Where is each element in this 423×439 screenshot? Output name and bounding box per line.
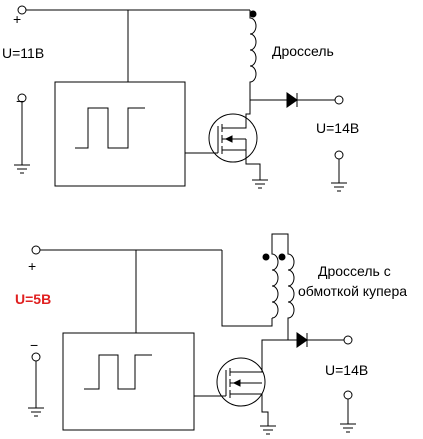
bottom-minus-sign: − bbox=[30, 337, 38, 353]
top-supply-voltage: U=11В bbox=[2, 45, 44, 61]
top-pwm-controller bbox=[54, 81, 186, 187]
top-diode bbox=[286, 92, 298, 108]
top-output-terminal bbox=[334, 95, 344, 105]
bottom-output-terminal bbox=[343, 335, 353, 345]
top-inductor-label: Дроссель bbox=[272, 43, 334, 59]
top-circuit: + − U=11В Дроссель bbox=[2, 5, 359, 192]
top-inductor-dot bbox=[249, 10, 257, 18]
top-mosfet bbox=[208, 113, 258, 163]
bottom-mosfet bbox=[216, 357, 266, 407]
bottom-inductor-dot-1 bbox=[262, 253, 270, 261]
bottom-inductor-label-1: Дроссель с bbox=[318, 263, 391, 279]
bottom-cooper-feed bbox=[221, 250, 273, 327]
bottom-pwm-controller bbox=[62, 332, 195, 431]
bottom-square-wave-icon bbox=[84, 354, 152, 390]
bottom-diode bbox=[296, 332, 308, 348]
top-inductor bbox=[249, 10, 257, 100]
top-output-voltage: U=14В bbox=[316, 120, 359, 136]
bottom-supply-voltage: U=5В bbox=[15, 291, 51, 307]
bottom-cooper-winding bbox=[271, 246, 279, 319]
bottom-output-ground-terminal bbox=[343, 390, 353, 400]
top-minus-sign: − bbox=[16, 93, 24, 109]
top-output-ground-terminal bbox=[334, 150, 344, 160]
bottom-inductor bbox=[287, 246, 295, 340]
bottom-circuit: + − U=5В Дроссель с обмоткой купера bbox=[15, 233, 407, 435]
bottom-plus-sign: + bbox=[28, 258, 36, 274]
bottom-output-voltage: U=14В bbox=[325, 362, 368, 378]
top-plus-sign: + bbox=[13, 11, 21, 27]
bottom-plus-terminal bbox=[31, 245, 41, 255]
bottom-minus-terminal bbox=[31, 352, 41, 362]
top-square-wave-icon bbox=[75, 107, 145, 149]
bottom-inductor-dot-2 bbox=[278, 253, 286, 261]
bottom-inductor-label-2: обмоткой купера bbox=[298, 283, 407, 299]
